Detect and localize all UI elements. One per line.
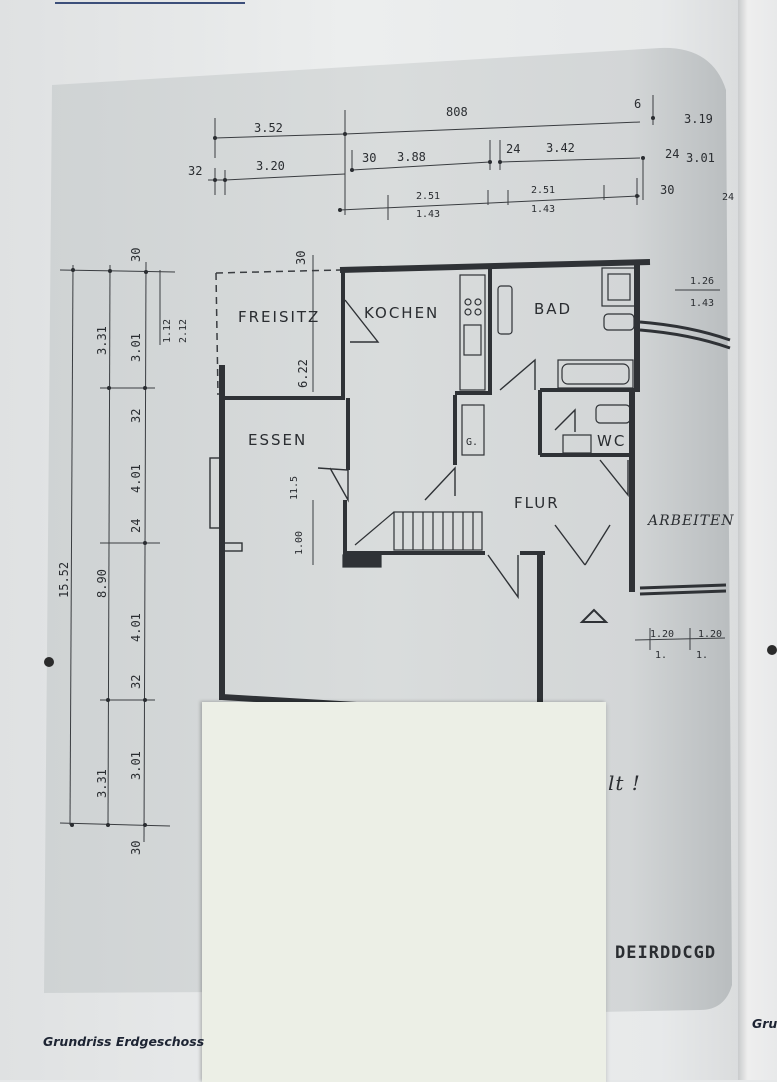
dim-2-51-a: 2.51	[416, 191, 440, 202]
windows	[209, 457, 243, 552]
kitchen-fixtures	[459, 274, 486, 456]
dim-24-left: 24	[129, 519, 143, 533]
dim-3-88: 3.88	[397, 150, 426, 164]
dim-15-52: 15.52	[57, 562, 71, 598]
sticky-note-cover	[202, 702, 606, 1082]
dim-32-top: 32	[188, 164, 202, 178]
dim-1-43-b: 1.43	[531, 204, 555, 215]
dim-30-inner: 30	[294, 251, 308, 265]
entrance-marker	[579, 608, 609, 623]
binding-hole-right	[767, 645, 777, 655]
dim-2-51-b: 2.51	[531, 185, 555, 196]
binding-hole-left	[44, 657, 54, 667]
dim-24-edge: 24	[722, 192, 734, 203]
room-label-bad: BAD	[534, 300, 572, 318]
dim-32-left-b: 32	[129, 675, 143, 689]
dim-3-01-top: 3.01	[686, 151, 715, 165]
dim-30-left-bottom: 30	[129, 841, 143, 855]
dim-1-a: 1.	[655, 650, 667, 661]
dim-808: 808	[446, 105, 468, 119]
top-dimension-ticks	[213, 116, 655, 212]
staircase	[342, 511, 483, 568]
dim-1-20-a: 1.20	[650, 629, 674, 640]
dim-3-01-left-b: 3.01	[129, 751, 143, 780]
dim-2-12: 2.12	[178, 319, 189, 343]
dim-1-20-b: 1.20	[698, 629, 722, 640]
dim-24-top-a: 24	[506, 142, 520, 156]
room-label-flur: FLUR	[514, 494, 560, 512]
dim-24-top-b: 24	[665, 147, 679, 161]
dim-32-left-a: 32	[129, 409, 143, 423]
inner-dimension-lines	[312, 255, 726, 650]
interior-walls	[222, 268, 637, 560]
door-swings	[317, 299, 629, 600]
dim-1-00: 1.00	[294, 531, 305, 555]
bath-fixtures	[497, 267, 637, 454]
dim-1-26: 1.26	[690, 276, 714, 287]
dim-30-left-top: 30	[129, 248, 143, 262]
dim-3-19: 3.19	[684, 112, 713, 126]
dim-3-42: 3.42	[546, 141, 575, 155]
dim-11-5: 11.5	[289, 476, 300, 500]
room-label-arbeiten: ARBEITEN	[646, 513, 735, 529]
dim-3-52: 3.52	[254, 121, 283, 135]
room-label-freisitz: FREISITZ	[238, 308, 320, 326]
dim-4-01-left-b: 4.01	[129, 613, 143, 642]
facing-page-edge	[738, 0, 777, 1080]
dim-3-31-left-a: 3.31	[95, 326, 109, 355]
room-label-essen: ESSEN	[248, 431, 307, 449]
dim-3-31-left-b: 3.31	[95, 769, 109, 798]
dim-30-top-a: 30	[362, 151, 376, 165]
dim-3-20: 3.20	[256, 159, 285, 173]
figure-caption-facing-page: Gru	[752, 1016, 777, 1031]
terrace-outline	[215, 269, 341, 396]
dim-6: 6	[634, 97, 641, 111]
dim-3-01-left-a: 3.01	[129, 333, 143, 362]
dim-1-43-a: 1.43	[416, 209, 440, 220]
dim-6-22: 6.22	[296, 359, 310, 388]
left-dimension-ticks	[70, 268, 148, 827]
room-label-kochen: KOCHEN	[364, 304, 439, 322]
left-dimension-lines	[59, 261, 176, 843]
dim-1-b: 1.	[696, 650, 708, 661]
room-label-wc: WC	[597, 432, 626, 450]
dim-30-top-b: 30	[660, 183, 674, 197]
figure-caption: Grundriss Erdgeschoss	[43, 1034, 205, 1049]
dim-4-01-left-a: 4.01	[129, 464, 143, 493]
header-rule	[55, 2, 245, 4]
stamp-text: DEIRDDCGD	[615, 943, 716, 963]
dim-1-43-inner: 1.43	[690, 298, 714, 309]
dim-1-12: 1.12	[162, 319, 173, 343]
dim-8-90: 8.90	[95, 569, 109, 598]
room-label-g: G.	[466, 437, 478, 448]
handwritten-note: lt !	[608, 771, 641, 795]
study-wing	[639, 320, 731, 596]
